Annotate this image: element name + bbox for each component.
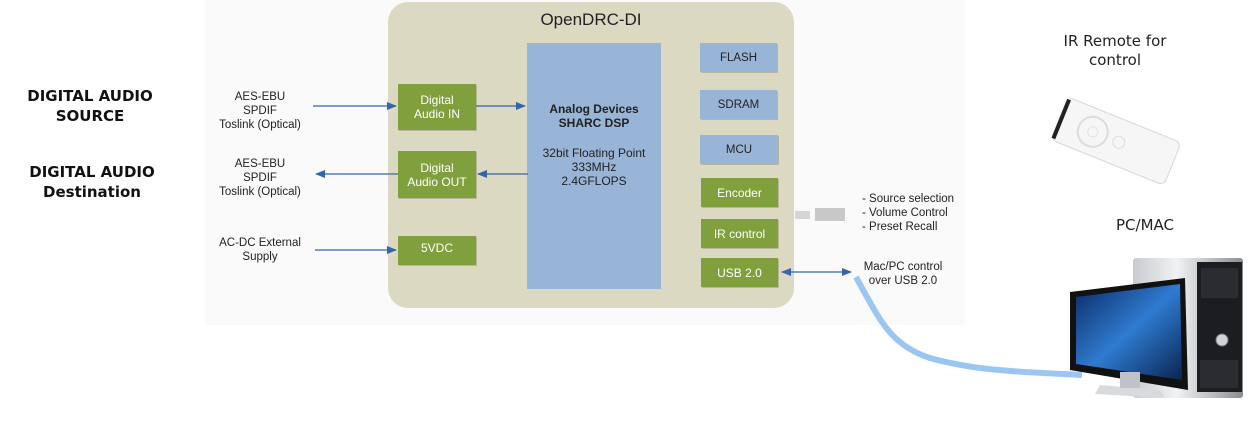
block-mcu: MCU <box>700 135 778 164</box>
dsp-name: Analog Devices <box>549 102 639 116</box>
dsp-description: Analog Devices SHARC DSP 32bit Floating … <box>527 102 661 188</box>
ir-feature: - Source selection <box>862 193 955 205</box>
power-supply-label: AC-DC External Supply <box>205 236 315 264</box>
ir-remote-title-line: IR Remote for <box>1063 32 1167 50</box>
dsp-name: SHARC DSP <box>558 116 630 130</box>
usb-label: Mac/PC control over USB 2.0 <box>858 260 948 288</box>
destination-heading-line1: DIGITAL AUDIO <box>29 163 155 181</box>
block-ir-control: IR control <box>701 219 778 248</box>
ir-remote-title: IR Remote for control <box>1050 32 1180 70</box>
ir-remote-title-line: control <box>1089 51 1141 69</box>
block-flash: FLASH <box>700 43 777 72</box>
block-label: Digital <box>420 160 454 175</box>
format-item: Toslink (Optical) <box>219 186 301 198</box>
block-encoder: Encoder <box>701 178 778 207</box>
dsp-block <box>527 43 661 289</box>
format-item: AES-EBU <box>234 158 286 170</box>
block-label: Audio IN <box>413 107 461 121</box>
pc-title: PC/MAC <box>1116 216 1174 234</box>
usb-label-line: Mac/PC control <box>863 261 943 273</box>
block-5vdc: 5VDC <box>398 236 476 265</box>
usb-label-line: over USB 2.0 <box>868 275 938 287</box>
source-heading-line1: DIGITAL AUDIO <box>27 87 153 105</box>
device-title: OpenDRC-DI <box>540 10 642 29</box>
format-item: AES-EBU <box>234 91 286 103</box>
format-item: Toslink (Optical) <box>219 119 301 131</box>
block-label: Digital <box>420 93 454 107</box>
ir-connector-icon <box>795 208 845 221</box>
dsp-spec: 333MHz <box>571 160 617 174</box>
source-heading: DIGITAL AUDIO SOURCE <box>20 86 160 126</box>
destination-heading: DIGITAL AUDIO Destination <box>22 162 162 202</box>
format-item: SPDIF <box>243 105 277 117</box>
input-formats-label: AES-EBU SPDIF Toslink (Optical) <box>205 90 315 132</box>
format-item: SPDIF <box>243 172 277 184</box>
output-formats-label: AES-EBU SPDIF Toslink (Optical) <box>205 157 315 199</box>
destination-heading-line2: Destination <box>43 183 141 201</box>
ir-feature-list: - Source selection - Volume Control - Pr… <box>862 192 954 234</box>
power-line1: AC-DC External <box>219 237 301 249</box>
usb-cable <box>853 275 1083 378</box>
block-usb: USB 2.0 <box>701 258 778 287</box>
ir-feature: - Volume Control <box>862 207 948 219</box>
block-sdram: SDRAM <box>700 90 777 119</box>
desktop-computer-icon <box>1070 258 1243 398</box>
dsp-spec: 32bit Floating Point <box>542 146 646 160</box>
source-heading-line2: SOURCE <box>55 107 125 125</box>
ir-feature: - Preset Recall <box>862 221 938 233</box>
power-line2: Supply <box>242 251 278 263</box>
ir-remote-icon <box>1051 98 1180 185</box>
dsp-spec: 2.4GFLOPS <box>561 174 627 188</box>
block-label: Audio OUT <box>407 174 467 189</box>
